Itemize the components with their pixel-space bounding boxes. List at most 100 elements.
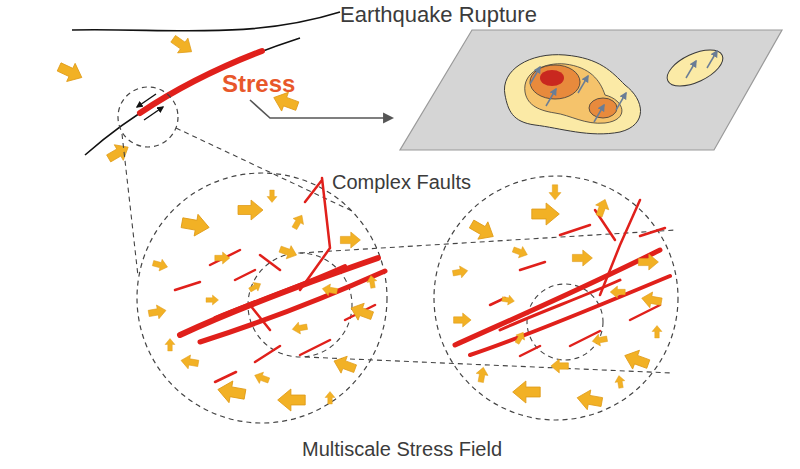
stress-arrow xyxy=(454,313,472,327)
stress-arrow xyxy=(513,330,528,346)
stress-arrow xyxy=(513,381,541,403)
slip-vector xyxy=(616,93,626,110)
stress-field-label: Multiscale Stress Field xyxy=(302,438,502,461)
stress-arrow xyxy=(640,290,662,309)
stress-arrow xyxy=(151,257,169,272)
slip-contour xyxy=(530,65,580,99)
stress-arrow xyxy=(238,200,263,220)
slip-contour xyxy=(525,64,622,124)
stress-arrow xyxy=(348,300,375,325)
fault-label: Complex Faults xyxy=(332,171,471,194)
zoom-circle xyxy=(118,87,178,147)
stress-arrow xyxy=(148,304,168,321)
fault-line xyxy=(630,305,660,320)
fault-line xyxy=(300,340,330,355)
slip-contour xyxy=(589,98,617,118)
stress-arrow xyxy=(215,252,230,264)
fault-line xyxy=(200,271,385,342)
stress-arrow xyxy=(216,379,247,405)
slip-vector xyxy=(530,67,540,84)
zoom-line xyxy=(305,357,672,373)
fault-line xyxy=(250,305,270,330)
stress-arrow xyxy=(180,212,211,238)
stress-arrow xyxy=(549,185,561,200)
slip-arrow xyxy=(137,94,156,107)
stress-arrow xyxy=(475,366,489,383)
stress-arrow xyxy=(452,265,469,279)
slip-vector xyxy=(707,51,717,68)
pointer-arrow xyxy=(250,100,392,118)
stress-arrow xyxy=(551,359,569,373)
stress-arrow xyxy=(511,244,529,260)
fault-line xyxy=(520,262,545,270)
stress-arrow xyxy=(168,31,197,59)
stress-arrow xyxy=(572,250,592,266)
fault-line xyxy=(640,228,665,236)
stress-arrow xyxy=(278,243,299,262)
slip-vectors xyxy=(530,51,717,122)
fault-line xyxy=(255,346,280,362)
stress-arrow xyxy=(331,353,358,378)
slip-vector xyxy=(594,105,604,122)
zoom-circle xyxy=(137,173,387,423)
stress-arrow xyxy=(340,232,360,248)
stress-arrow xyxy=(267,190,277,203)
slip-contour xyxy=(504,55,640,134)
slip-contour xyxy=(662,43,728,94)
fault-line xyxy=(210,250,240,265)
stress-arrow xyxy=(325,392,335,405)
fault-line xyxy=(600,200,640,295)
fault-line xyxy=(260,255,280,270)
fault-line xyxy=(520,346,540,356)
stress-arrow xyxy=(532,203,560,225)
fault-network xyxy=(455,200,670,356)
fault-network xyxy=(175,178,385,382)
stress-arrow xyxy=(610,286,625,298)
stress-arrow xyxy=(206,295,219,305)
stress-arrow xyxy=(291,321,308,335)
stress-arrows xyxy=(452,185,663,412)
stress-arrow xyxy=(253,370,271,386)
slip-arrow xyxy=(144,107,163,120)
stress-arrow xyxy=(591,333,608,347)
rupture-plane xyxy=(400,30,782,150)
stress-arrow xyxy=(366,275,378,289)
slip-peak xyxy=(540,70,564,86)
plate-boundary xyxy=(72,12,340,31)
stress-arrow xyxy=(55,58,86,87)
slip-vector xyxy=(686,61,696,78)
zoom-circle xyxy=(434,176,678,420)
slip-vector xyxy=(578,76,588,93)
stress-arrow xyxy=(614,375,626,389)
stress-arrow xyxy=(180,354,200,371)
stress-arrows xyxy=(148,190,378,411)
fault-line xyxy=(235,270,255,280)
stress-arrow xyxy=(638,254,658,270)
stress-arrow xyxy=(621,346,651,373)
rupture-plane: Earthquake Rupture xyxy=(330,0,790,156)
stress-label: Stress xyxy=(222,70,295,98)
stress-arrow xyxy=(467,215,499,245)
stress-arrow xyxy=(104,139,132,166)
node-heading: Earthquake Rupture xyxy=(340,2,537,27)
zoom-line xyxy=(122,134,138,276)
stress-arrow xyxy=(289,212,307,231)
fault-line xyxy=(175,282,200,290)
stress-arrow xyxy=(278,389,306,411)
fault-line xyxy=(455,250,660,345)
stress-arrow xyxy=(501,294,515,306)
plate-boundary xyxy=(85,38,300,155)
stress-arrow xyxy=(575,388,603,412)
stress-arrow xyxy=(652,326,662,339)
stress-arrow xyxy=(165,339,175,352)
stress-arrow xyxy=(321,283,338,297)
fault-line xyxy=(300,178,330,290)
slip-vector xyxy=(546,89,556,106)
fault-line xyxy=(215,266,345,318)
fault-line xyxy=(470,276,670,355)
stress-arrow xyxy=(593,197,612,218)
stress-arrow xyxy=(247,279,263,294)
